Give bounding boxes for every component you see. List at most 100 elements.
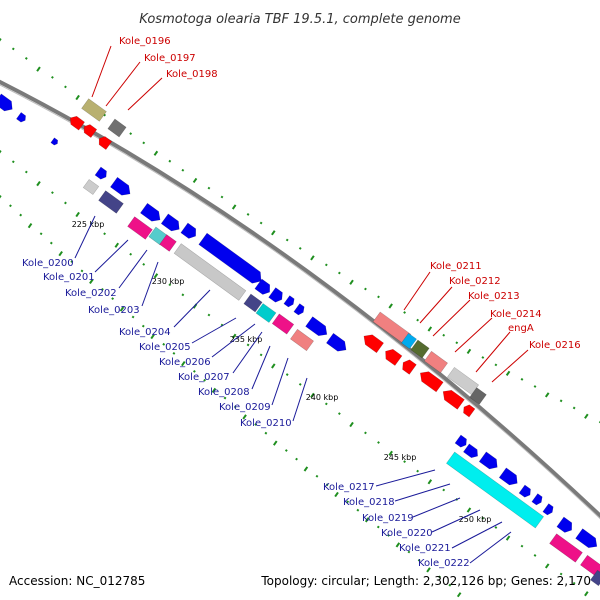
- gene-block[interactable]: [254, 278, 273, 297]
- gc-dot: [364, 517, 370, 523]
- gene-block[interactable]: [180, 222, 199, 241]
- gc-dot: [298, 246, 302, 250]
- gene-shape: [82, 179, 100, 195]
- gene-block[interactable]: [160, 213, 183, 234]
- gene-label[interactable]: Kole_0203: [88, 305, 140, 316]
- gene-block[interactable]: [283, 295, 296, 309]
- gene-block[interactable]: [243, 293, 263, 313]
- gc-dot: [456, 592, 462, 598]
- gene-block[interactable]: [173, 243, 247, 301]
- gene-block[interactable]: [127, 216, 153, 240]
- gc-dot: [403, 311, 406, 314]
- gene-label[interactable]: Kole_0218: [343, 497, 395, 508]
- gene-label[interactable]: Kole_0217: [323, 482, 375, 493]
- gene-block[interactable]: [255, 303, 277, 323]
- gene-block[interactable]: [531, 493, 544, 507]
- gene-block[interactable]: [305, 316, 331, 340]
- gene-block[interactable]: [463, 443, 480, 460]
- gene-block[interactable]: [400, 358, 417, 375]
- gc-dot: [520, 377, 524, 381]
- gc-dot: [364, 287, 367, 291]
- gene-block[interactable]: [107, 118, 127, 138]
- gene-block[interactable]: [271, 313, 295, 335]
- gene-block[interactable]: [498, 467, 521, 488]
- gene-label[interactable]: engA: [508, 323, 534, 334]
- gene-block[interactable]: [140, 202, 163, 224]
- gc-dot: [505, 535, 511, 541]
- labels-bottom-blue: Kole_0217 Kole_0218 Kole_0219 Kole_0220 …: [323, 482, 470, 569]
- gene-block[interactable]: [81, 122, 98, 138]
- gene-shape: [173, 243, 247, 301]
- gene-block[interactable]: [0, 93, 16, 114]
- gene-label[interactable]: Kole_0202: [65, 288, 117, 299]
- gene-label[interactable]: Kole_0216: [529, 340, 581, 351]
- gene-label[interactable]: Kole_0211: [430, 261, 482, 272]
- gene-label[interactable]: Kole_0212: [449, 276, 501, 287]
- gc-dot: [129, 132, 133, 136]
- gc-dot: [505, 370, 511, 376]
- gene-label[interactable]: Kole_0196: [119, 36, 171, 47]
- tick-label-245: 245 kbp: [384, 453, 417, 462]
- gene-block[interactable]: [326, 332, 349, 354]
- gene-shape: [94, 166, 107, 180]
- gc-dot: [103, 232, 106, 236]
- gene-label[interactable]: Kole_0205: [139, 342, 191, 353]
- gene-label[interactable]: Kole_0214: [490, 309, 542, 320]
- gene-label[interactable]: Kole_0222: [418, 558, 470, 569]
- gene-block[interactable]: [518, 484, 533, 499]
- gene-block[interactable]: [440, 387, 465, 410]
- gene-block[interactable]: [98, 190, 124, 214]
- gene-label[interactable]: Kole_0198: [166, 69, 218, 80]
- gc-dot: [533, 554, 537, 557]
- gene-shape: [401, 332, 417, 350]
- gene-label[interactable]: Kole_0221: [399, 543, 451, 554]
- gene-label[interactable]: Kole_0220: [381, 528, 433, 539]
- gene-label[interactable]: Kole_0204: [119, 327, 171, 338]
- gene-label[interactable]: Kole_0207: [178, 372, 230, 383]
- gene-block[interactable]: [549, 533, 583, 563]
- gene-block[interactable]: [16, 112, 27, 123]
- gene-block[interactable]: [410, 339, 430, 359]
- gene-shape: [98, 136, 113, 150]
- gc-dot: [273, 440, 278, 446]
- gc-dot: [181, 293, 185, 297]
- gene-block[interactable]: [67, 114, 85, 131]
- gene-label[interactable]: Kole_0209: [219, 402, 271, 413]
- gene-label[interactable]: Kole_0210: [240, 418, 292, 429]
- gene-shape: [127, 216, 153, 240]
- gc-dot: [544, 563, 550, 569]
- gene-block[interactable]: [478, 451, 501, 472]
- gene-block[interactable]: [401, 332, 417, 350]
- gene-block[interactable]: [159, 234, 177, 252]
- gene-block[interactable]: [110, 176, 133, 198]
- gene-block[interactable]: [198, 232, 265, 287]
- gene-block[interactable]: [268, 287, 286, 305]
- gene-block[interactable]: [590, 569, 600, 587]
- gene-block[interactable]: [461, 403, 476, 418]
- gc-dot: [141, 324, 145, 328]
- gene-block[interactable]: [360, 331, 384, 354]
- gene-block[interactable]: [290, 328, 314, 352]
- gene-block[interactable]: [382, 346, 403, 366]
- gene-block[interactable]: [50, 137, 59, 146]
- gene-block[interactable]: [417, 368, 444, 393]
- gene-label[interactable]: Kole_0197: [144, 53, 196, 64]
- gene-block[interactable]: [94, 166, 109, 181]
- gene-label[interactable]: Kole_0219: [362, 513, 414, 524]
- gene-block[interactable]: [575, 528, 600, 552]
- gene-block[interactable]: [446, 451, 544, 529]
- gene-block[interactable]: [82, 179, 100, 195]
- gene-label[interactable]: Kole_0208: [198, 387, 250, 398]
- gene-label[interactable]: Kole_0200: [22, 258, 74, 269]
- gene-block[interactable]: [556, 516, 575, 535]
- gene-block[interactable]: [454, 434, 469, 449]
- gene-block[interactable]: [424, 350, 448, 374]
- gene-block[interactable]: [293, 303, 306, 317]
- gene-block[interactable]: [96, 134, 113, 150]
- gene-block[interactable]: [81, 98, 107, 122]
- gene-block[interactable]: [542, 503, 555, 517]
- gene-label[interactable]: Kole_0201: [43, 272, 95, 283]
- gene-block[interactable]: [469, 387, 487, 405]
- gene-label[interactable]: Kole_0206: [159, 357, 211, 368]
- gene-label[interactable]: Kole_0213: [468, 291, 520, 302]
